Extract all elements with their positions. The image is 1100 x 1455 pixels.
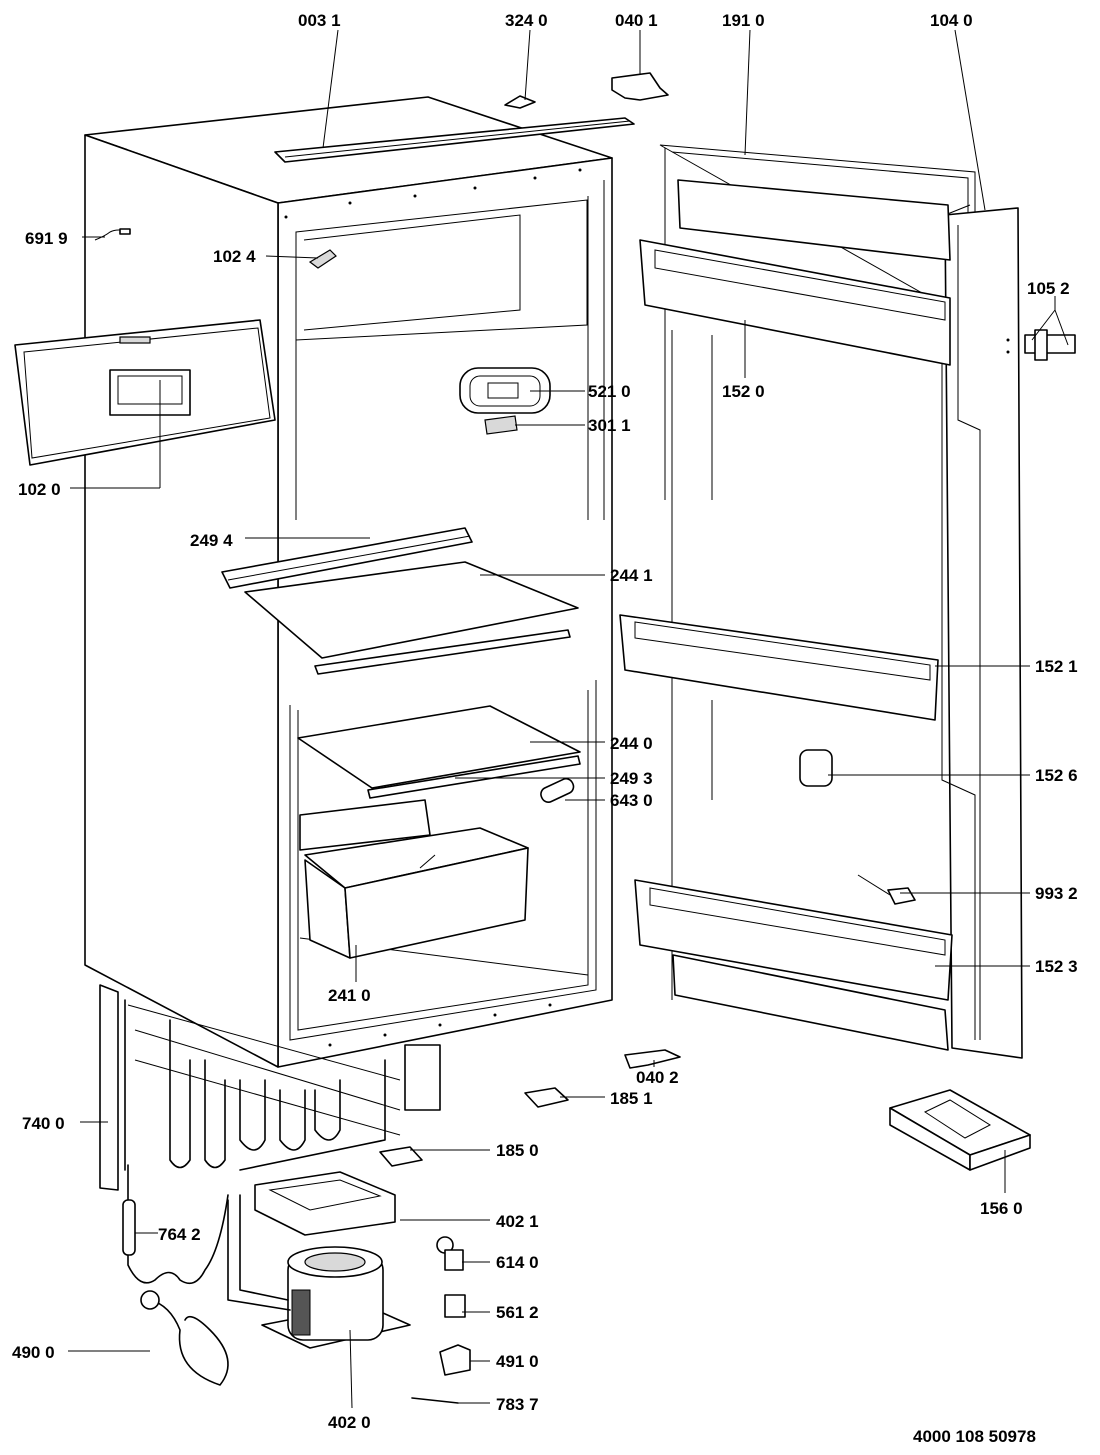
label-040-1: 040 1 [615, 11, 658, 30]
label-402-1: 402 1 [496, 1212, 539, 1231]
document-number: 4000 108 50978 [913, 1427, 1036, 1446]
compressor-drawing [227, 1171, 411, 1349]
label-324-0: 324 0 [505, 11, 548, 30]
crisper-drawer-drawing [299, 799, 529, 959]
label-402-0: 402 0 [328, 1413, 371, 1432]
label-643-0: 643 0 [610, 791, 653, 810]
label-104-0: 104 0 [930, 11, 973, 30]
label-490-0: 490 0 [12, 1343, 55, 1362]
label-040-2: 040 2 [636, 1068, 679, 1087]
label-561-2: 561 2 [496, 1303, 539, 1322]
condenser-drawing [99, 984, 441, 1191]
label-191-0: 191 0 [722, 11, 765, 30]
part-labels: 003 1 324 0 040 1 191 0 104 0 691 9 102 … [12, 11, 1078, 1446]
label-241-0: 241 0 [328, 986, 371, 1005]
label-249-3: 249 3 [610, 769, 653, 788]
label-152-6: 152 6 [1035, 766, 1078, 785]
upper-shelf-drawing [221, 527, 579, 675]
freezer-door-drawing [14, 319, 276, 466]
label-301-1: 301 1 [588, 416, 631, 435]
label-152-3: 152 3 [1035, 957, 1078, 976]
leader-lines [68, 29, 1069, 1409]
label-244-0: 244 0 [610, 734, 653, 753]
label-491-0: 491 0 [496, 1352, 539, 1371]
label-783-7: 783 7 [496, 1395, 539, 1414]
label-152-0: 152 0 [722, 382, 765, 401]
label-249-4: 249 4 [190, 531, 233, 550]
label-152-1: 152 1 [1035, 657, 1078, 676]
label-614-0: 614 0 [496, 1253, 539, 1272]
ice-tray-drawing [889, 1089, 1031, 1171]
label-993-2: 993 2 [1035, 884, 1078, 903]
label-185-1: 185 1 [610, 1089, 653, 1108]
label-764-2: 764 2 [158, 1225, 201, 1244]
lower-shelf-drawing [297, 705, 581, 803]
label-156-0: 156 0 [980, 1199, 1023, 1218]
label-521-0: 521 0 [588, 382, 631, 401]
electrical-parts-drawing [379, 1049, 681, 1404]
label-185-0: 185 0 [496, 1141, 539, 1160]
label-105-2: 105 2 [1027, 279, 1070, 298]
door-drawing [619, 144, 1076, 1059]
tubing-drawing [122, 1164, 229, 1386]
label-102-0: 102 0 [18, 480, 61, 499]
label-691-9: 691 9 [25, 229, 68, 248]
thermostat-drawing [459, 367, 551, 435]
label-102-4: 102 4 [213, 247, 256, 266]
label-244-1: 244 1 [610, 566, 653, 585]
label-740-0: 740 0 [22, 1114, 65, 1133]
label-003-1: 003 1 [298, 11, 341, 30]
